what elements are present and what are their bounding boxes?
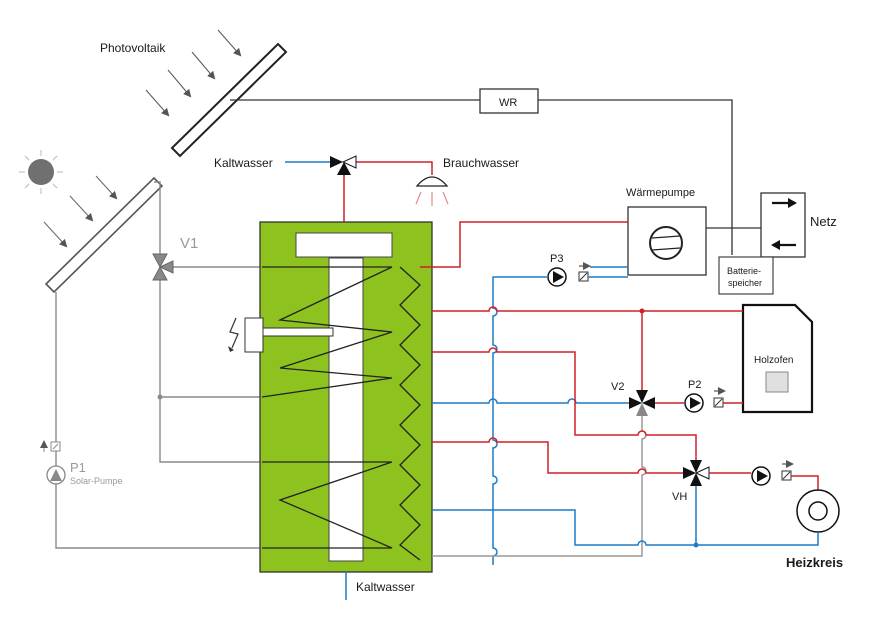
flow-meter-icon: [713, 387, 726, 408]
wr-to-netz-wire: [538, 99, 733, 255]
shower-icon: [415, 176, 449, 206]
vh-red-pipe-2: [432, 437, 684, 474]
heizkreis-return: [432, 509, 819, 546]
three-way-valve-icon: [683, 460, 710, 486]
wr-label: WR: [499, 97, 517, 109]
p2-label: P2: [688, 379, 701, 391]
pump-icon: [547, 267, 567, 287]
holzofen-label: Holzofen: [754, 355, 793, 366]
arrow-right-icon: [772, 198, 797, 208]
flow-meter-icon: [40, 440, 61, 452]
tank-inner-tube: [328, 257, 364, 562]
brauchwasser-label: Brauchwasser: [443, 156, 519, 170]
kaltwasser-bottom-label: Kaltwasser: [356, 580, 415, 594]
electric-heater-icon: [228, 317, 334, 353]
freshwater-coil: [399, 266, 421, 561]
v2-label: V2: [611, 381, 624, 393]
holzofen-supply-pipe: [432, 306, 743, 312]
holzofen-box: [741, 303, 814, 414]
junction-dot: [157, 394, 163, 400]
flow-meter-icon: [781, 460, 794, 481]
vh-red-pipe-1: [432, 347, 697, 462]
wr-box: [479, 88, 539, 114]
batterie-label-1: Batterie-: [727, 266, 761, 276]
p3-return: [492, 276, 548, 300]
pump-icon: [684, 393, 704, 413]
sun-icon: [19, 150, 63, 194]
tank-top-box: [295, 232, 393, 258]
gray-return-vertical: [432, 416, 647, 557]
vh-label: VH: [672, 491, 687, 503]
kaltwasser-top-label: Kaltwasser: [214, 156, 273, 170]
netz-label: Netz: [810, 214, 837, 229]
wp-supply-pipe: [420, 221, 628, 268]
junction-dot: [639, 308, 645, 314]
solar-pumpe-label: Solar-Pumpe: [70, 476, 123, 486]
waermepumpe-label: Wärmepumpe: [626, 187, 695, 199]
lower-coil: [262, 461, 393, 549]
p3-label: P3: [550, 253, 563, 265]
p1-label: P1: [70, 460, 86, 475]
holzofen-window: [765, 371, 789, 393]
v1-label: V1: [180, 235, 198, 252]
three-way-valve-icon: [152, 253, 174, 281]
three-way-valve-icon: [330, 155, 357, 175]
junction-dot: [693, 542, 699, 548]
pump-icon: [751, 466, 771, 486]
compressor-icon: [649, 226, 683, 260]
heizkreis-label: Heizkreis: [786, 555, 843, 570]
photovoltaik-label: Photovoltaik: [100, 41, 166, 55]
three-way-valve-icon: [629, 390, 655, 416]
batteriespeicher-box: [718, 256, 774, 295]
batterie-label-2: speicher: [728, 278, 762, 288]
radiator-icon: [796, 489, 840, 533]
v2-blue-pipe: [432, 398, 630, 404]
pump-icon: [46, 465, 66, 485]
arrow-left-icon: [771, 240, 796, 250]
flow-meter-icon: [578, 262, 591, 282]
upper-coil: [261, 266, 393, 398]
pv-panel-icon: [145, 29, 288, 158]
brauchwasser-out: [354, 161, 433, 175]
blue-return-vertical: [492, 300, 498, 565]
solar-collector-icon: [43, 175, 164, 294]
